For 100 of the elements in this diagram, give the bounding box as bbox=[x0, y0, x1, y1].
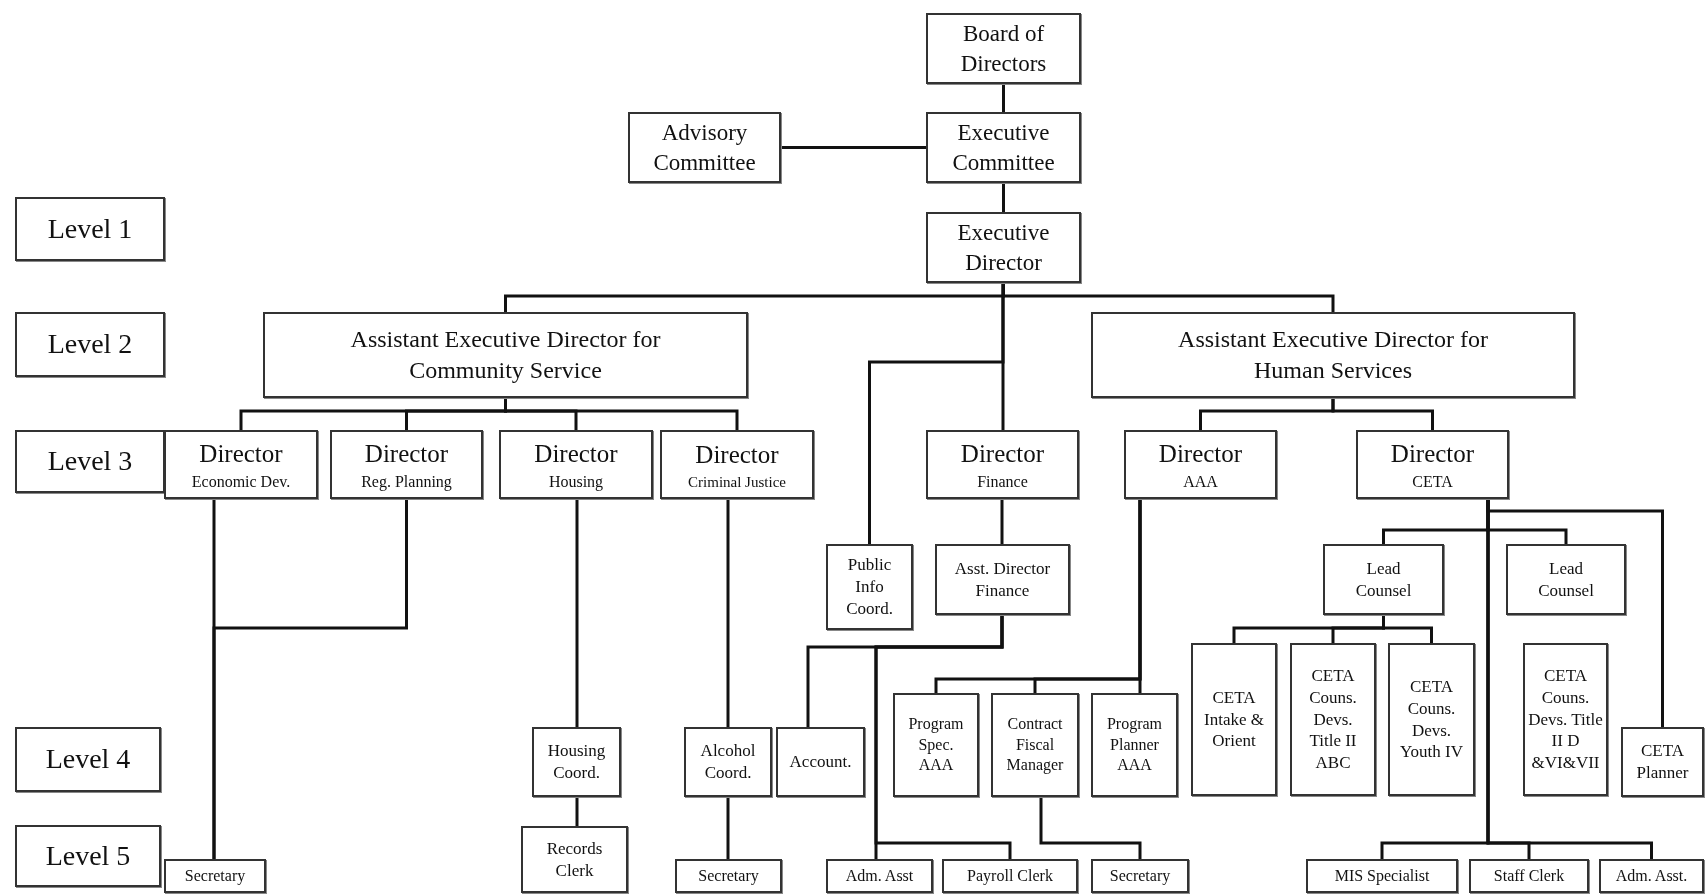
position-title: Adm. Asst bbox=[845, 865, 914, 886]
level-box bbox=[15, 825, 161, 887]
position-title: Public Info Coord. bbox=[845, 554, 894, 620]
position-title: Account. bbox=[789, 751, 852, 773]
position-title: CETA Intake & Orient bbox=[1204, 686, 1264, 753]
position-box bbox=[263, 312, 748, 398]
level-label: Level 5 bbox=[45, 840, 131, 872]
position-box bbox=[1306, 859, 1458, 893]
position-title: Secretary bbox=[184, 865, 246, 887]
connector-line bbox=[1382, 615, 1433, 643]
position-box bbox=[499, 430, 653, 499]
position-box bbox=[776, 727, 865, 797]
position-title: CETA Couns. Devs. Title II ABC bbox=[1308, 665, 1358, 774]
level-box bbox=[15, 197, 165, 261]
position-box bbox=[935, 544, 1070, 615]
position-title: Lead Counsel bbox=[1354, 557, 1413, 602]
level-label: Level 2 bbox=[47, 329, 133, 360]
position-title: Assistant Executive Director for Human Services bbox=[1177, 325, 1489, 385]
connector-line bbox=[1331, 398, 1434, 430]
level-label: Level 4 bbox=[45, 744, 131, 775]
position-title: Program Planner AAA bbox=[1105, 714, 1164, 776]
position-box bbox=[893, 693, 979, 797]
connector-line bbox=[1000, 499, 1004, 544]
position-box bbox=[1091, 693, 1178, 797]
position-title: Contract Fiscal Manager bbox=[1005, 714, 1065, 776]
position-box bbox=[1091, 312, 1575, 398]
position-title: Secretary bbox=[1109, 865, 1171, 887]
department-name: Economic Dev. bbox=[191, 471, 291, 492]
position-box bbox=[532, 727, 621, 797]
position-title: Program Spec. AAA bbox=[907, 714, 965, 776]
connector-line bbox=[212, 499, 408, 859]
position-box bbox=[1191, 643, 1277, 796]
department-name: AAA bbox=[1183, 471, 1218, 492]
position-box bbox=[926, 430, 1079, 499]
position-title: Adm. Asst. bbox=[1615, 865, 1688, 886]
connector-line bbox=[504, 398, 739, 430]
connector-line bbox=[726, 797, 730, 859]
position-box bbox=[926, 112, 1081, 183]
position-title: Alcohol Coord. bbox=[699, 740, 757, 784]
position-box bbox=[1621, 727, 1704, 797]
position-box bbox=[684, 727, 772, 797]
position-title: Director bbox=[960, 438, 1045, 469]
connector-line bbox=[1002, 183, 1005, 212]
level-label: Level 1 bbox=[47, 213, 133, 245]
position-box bbox=[1388, 643, 1475, 796]
position-title: Director bbox=[695, 439, 779, 470]
position-box bbox=[826, 544, 913, 630]
connector-line bbox=[575, 797, 579, 826]
department-name: Finance bbox=[977, 471, 1028, 492]
position-title: Director bbox=[534, 438, 618, 469]
position-title: Executive Director bbox=[956, 219, 1051, 277]
level-box bbox=[15, 430, 165, 493]
position-box bbox=[942, 859, 1078, 893]
position-box bbox=[1523, 643, 1608, 796]
position-box bbox=[628, 112, 781, 183]
position-title: CETA Planner bbox=[1635, 740, 1690, 784]
position-title: Executive Committee bbox=[951, 119, 1056, 177]
position-box bbox=[991, 693, 1079, 797]
level-box bbox=[15, 312, 165, 377]
connector-line bbox=[781, 146, 926, 149]
position-title: Director bbox=[1158, 438, 1243, 469]
position-title: Director bbox=[199, 438, 283, 469]
position-box bbox=[826, 859, 933, 893]
position-box bbox=[1124, 430, 1277, 499]
position-title: Director bbox=[1390, 438, 1475, 469]
position-box bbox=[926, 212, 1081, 283]
position-box bbox=[1356, 430, 1509, 499]
position-title: CETA Couns. Devs. Title II D &VI&VII bbox=[1528, 665, 1603, 774]
position-box bbox=[1469, 859, 1589, 893]
position-title: MIS Specialist bbox=[1334, 865, 1430, 887]
department-name: Criminal Justice bbox=[688, 472, 786, 491]
connector-line bbox=[1138, 499, 1142, 693]
position-box bbox=[1290, 643, 1376, 796]
position-title: Director bbox=[364, 438, 449, 469]
position-title: Board of Directors bbox=[959, 20, 1048, 78]
position-title: Secretary bbox=[698, 865, 759, 887]
position-box bbox=[660, 430, 814, 499]
position-box bbox=[521, 826, 628, 893]
position-title: Advisory Committee bbox=[652, 119, 757, 177]
position-title: CETA Couns. Devs. Youth IV bbox=[1399, 676, 1464, 763]
connector-line bbox=[1001, 283, 1005, 430]
position-box bbox=[1506, 544, 1626, 615]
position-title: Staff Clerk bbox=[1493, 865, 1565, 886]
connector-line bbox=[1039, 797, 1142, 859]
connector-line bbox=[575, 499, 579, 727]
position-box bbox=[1091, 859, 1189, 893]
position-box bbox=[675, 859, 782, 893]
position-title: Lead Counsel bbox=[1537, 557, 1595, 602]
position-box bbox=[330, 430, 483, 499]
position-box bbox=[1323, 544, 1444, 615]
department-name: CETA bbox=[1412, 471, 1453, 492]
position-title: Asst. Director Finance bbox=[953, 557, 1052, 602]
position-box bbox=[164, 430, 318, 499]
level-box bbox=[15, 727, 161, 792]
position-title: Housing Coord. bbox=[546, 740, 607, 784]
position-title: Assistant Executive Director for Community Service bbox=[349, 325, 662, 385]
department-name: Reg. Planning bbox=[361, 471, 452, 492]
position-box bbox=[164, 859, 266, 893]
connector-line bbox=[726, 499, 730, 727]
connector-line bbox=[1002, 84, 1005, 112]
